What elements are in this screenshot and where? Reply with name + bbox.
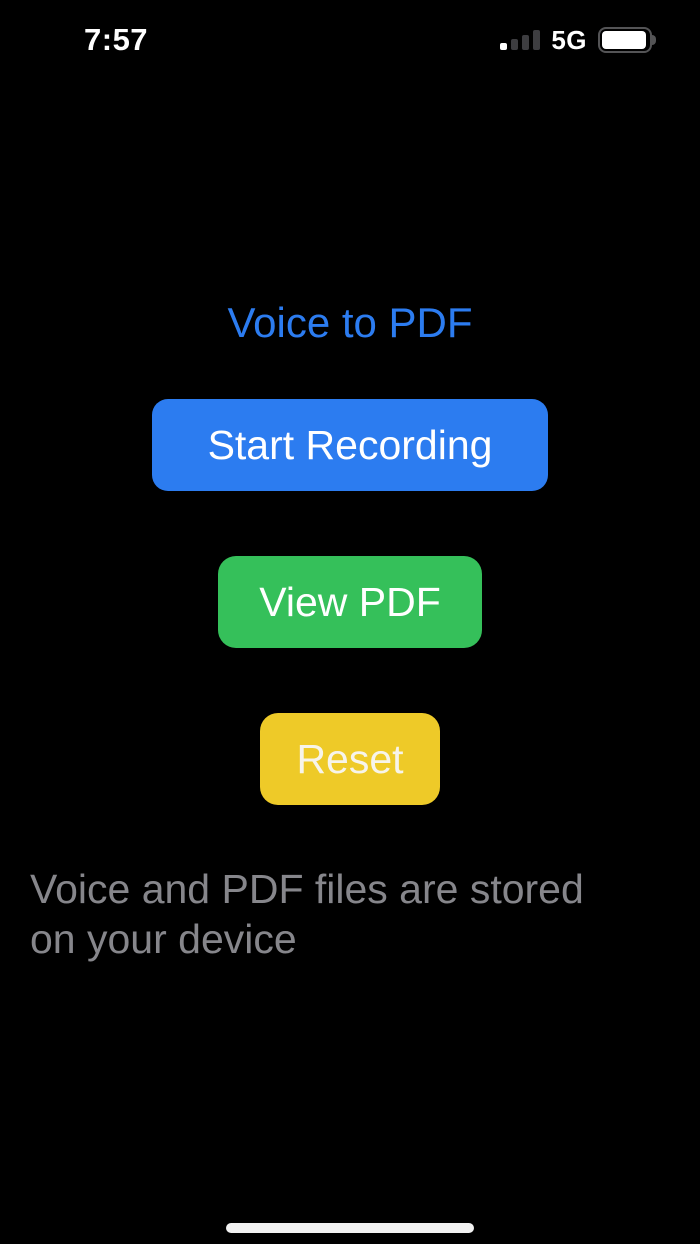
battery-body xyxy=(598,27,652,53)
status-time: 7:57 xyxy=(84,22,149,57)
signal-bar xyxy=(522,35,530,50)
signal-bar xyxy=(500,43,508,50)
network-type-label: 5G xyxy=(551,24,587,55)
cellular-signal-icon xyxy=(500,30,541,50)
view-pdf-button[interactable]: View PDF xyxy=(218,556,482,648)
home-indicator[interactable] xyxy=(226,1223,474,1233)
reset-button[interactable]: Reset xyxy=(260,713,440,805)
start-recording-button[interactable]: Start Recording xyxy=(152,399,548,491)
app-title: Voice to PDF xyxy=(227,299,473,346)
battery-icon xyxy=(598,27,658,53)
signal-bar xyxy=(511,39,519,50)
signal-bar xyxy=(533,30,541,50)
battery-fill xyxy=(602,31,646,49)
battery-nub xyxy=(652,35,656,45)
status-right-cluster: 5G xyxy=(500,24,658,55)
status-bar: 7:57 5G xyxy=(0,0,700,64)
storage-note: Voice and PDF files are stored on your d… xyxy=(30,866,584,962)
